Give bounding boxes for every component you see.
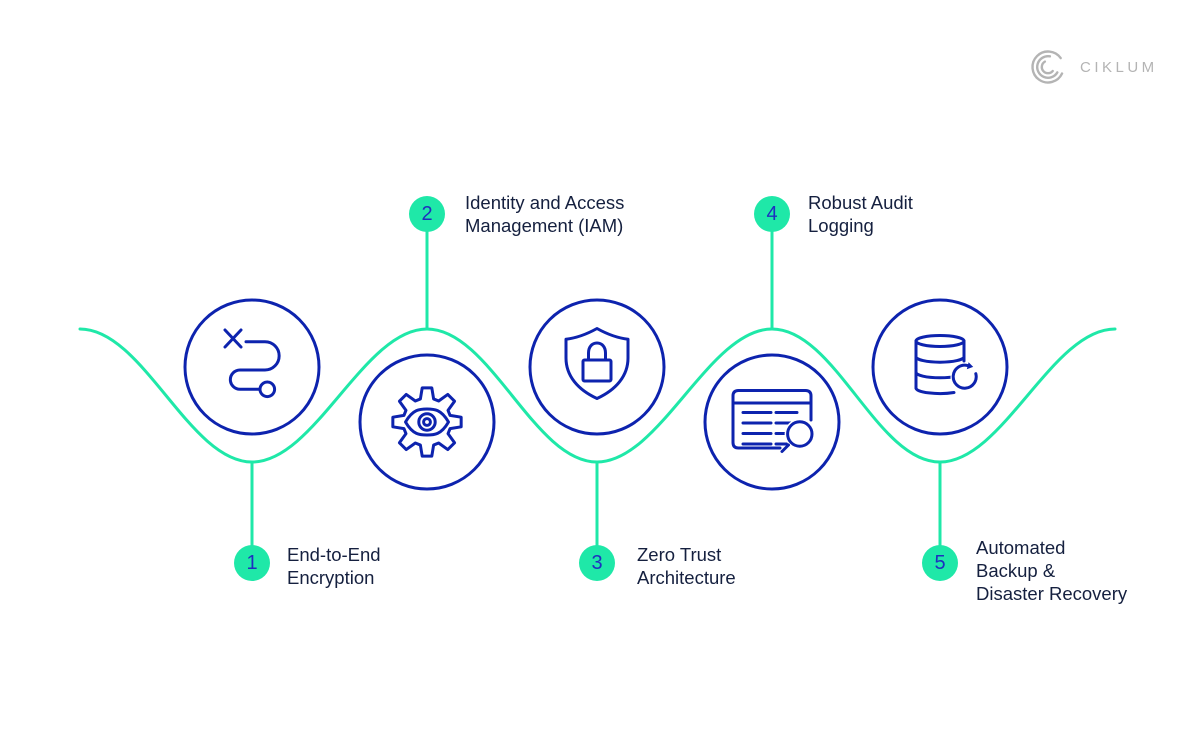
gear-outline <box>391 386 463 458</box>
step-label-1: End-to-End Encryption <box>287 544 381 588</box>
db-divider-1 <box>914 355 966 364</box>
step-badge-3: 3 <box>579 545 615 581</box>
route-path <box>228 340 281 391</box>
eye-outline <box>404 407 450 437</box>
connector-lines <box>250 230 942 548</box>
brand-logo: CIKLUM <box>1026 45 1158 89</box>
db-bottom <box>914 386 956 396</box>
ciklum-logo-icon <box>1031 50 1064 84</box>
refresh-arc <box>951 363 978 390</box>
step-circle-1 <box>183 298 321 436</box>
lock-body <box>581 358 613 383</box>
step-badge-1: 1 <box>234 545 270 581</box>
step-circle-5 <box>871 298 1009 436</box>
audit-log-search-icon <box>731 389 815 453</box>
logo-arc-outer <box>1031 50 1064 84</box>
log-window <box>731 389 813 450</box>
database-restore-icon <box>914 334 980 396</box>
shield-lock-icon <box>564 327 630 400</box>
logo-arc-middle <box>1036 55 1059 79</box>
logo-arc-inner <box>1040 60 1054 75</box>
step-label-2: Identity and Access Management (IAM) <box>465 192 625 236</box>
route-x-mark <box>223 328 243 349</box>
step-badge-2: 2 <box>409 196 445 232</box>
brand-name: CIKLUM <box>1080 58 1158 76</box>
log-text-lines-left <box>741 411 773 446</box>
step-badge-4: 4 <box>754 196 790 232</box>
eye-pupil <box>422 417 432 427</box>
step-label-5: Automated Backup & Disaster Recovery <box>976 537 1128 604</box>
step-badge-5: 5 <box>922 545 958 581</box>
refresh-arrowhead <box>966 362 974 370</box>
step-label-3: Zero Trust Architecture <box>637 544 736 588</box>
magnifier-handle <box>780 443 790 453</box>
step-circles <box>183 298 1009 491</box>
log-text-lines-right <box>774 411 799 446</box>
route-plan-icon <box>223 328 281 399</box>
eye-iris <box>417 412 437 432</box>
lock-shackle <box>587 341 607 362</box>
magnifier-glass <box>786 420 814 448</box>
shield-outline <box>564 327 630 400</box>
route-endpoint <box>258 380 277 399</box>
gear-eye-monitoring-icon <box>391 386 463 458</box>
step-label-4: Robust Audit Logging <box>808 192 913 236</box>
